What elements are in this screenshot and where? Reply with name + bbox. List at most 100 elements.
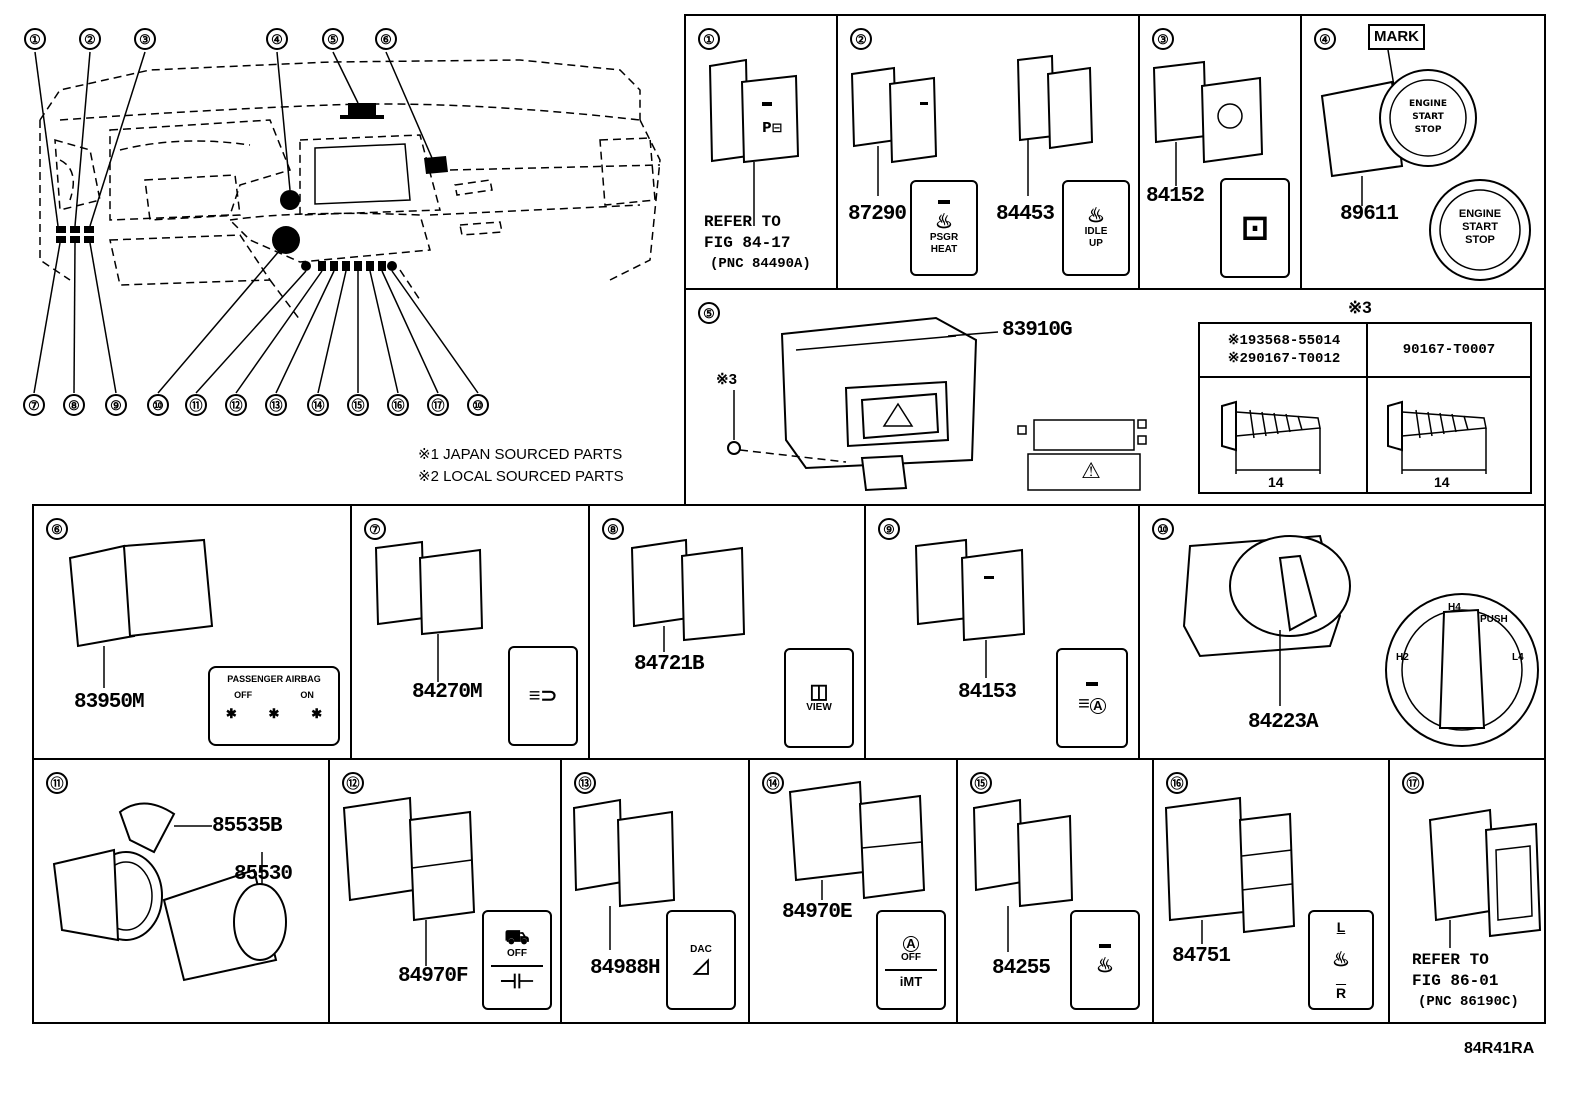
panel-14-callout: ⑭ bbox=[762, 772, 784, 794]
airbag-on-label: ON bbox=[300, 690, 314, 700]
screw-part-93568-55014: ※193568-55014 bbox=[1227, 333, 1341, 349]
overview-callout-8: ⑧ bbox=[63, 394, 85, 416]
screw-part-90167-T0007: 90167-T0007 bbox=[1402, 342, 1496, 358]
screw-table-column-divider bbox=[1366, 324, 1368, 492]
traction-off-label: OFF bbox=[507, 948, 527, 959]
dac-button: DAC ◿ bbox=[666, 910, 736, 1010]
seatbelt-icon: ✱ bbox=[311, 706, 323, 721]
svg-text:STOP: STOP bbox=[1415, 125, 1442, 135]
screw-2-length: 14 bbox=[1434, 474, 1450, 490]
panel-3-switch-drawing bbox=[1152, 60, 1264, 186]
auto-letter-a: A bbox=[903, 936, 919, 952]
panel-2: ② 87290 84453 ♨ PSGR HEAT ♨ IDLE UP bbox=[836, 14, 1140, 290]
panel-4: ④ MARK ENGINE START STOP 89611 ENGINE ST… bbox=[1300, 14, 1546, 290]
camera-view-icon: ◫ bbox=[809, 681, 829, 703]
imt-switch: A OFF iMT bbox=[876, 910, 946, 1010]
panel-16: ⑯ 84751 L ♨ R bbox=[1152, 758, 1390, 1024]
dac-label: DAC bbox=[690, 944, 712, 955]
panel-4-part-89611: 89611 bbox=[1340, 203, 1399, 226]
panel-2-callout: ② bbox=[850, 28, 872, 50]
view-label: VIEW bbox=[806, 702, 832, 713]
panel-11-part-85535B: 85535B bbox=[212, 815, 283, 838]
overview-callout-10: ⑩ bbox=[147, 394, 169, 416]
steering-heater-indicator bbox=[1099, 944, 1111, 948]
panel-15-switch-drawing bbox=[972, 798, 1074, 952]
overview-callout-10b: ⑩ bbox=[467, 394, 489, 416]
stop-label: STOP bbox=[1465, 234, 1495, 246]
seat-heater-icon: ♨ bbox=[935, 211, 953, 233]
psgr-heat-label-2: HEAT bbox=[930, 244, 958, 255]
auto-off-label: OFF bbox=[901, 952, 921, 963]
auto-high-beam-indicator bbox=[1086, 682, 1098, 686]
passenger-airbag-title: PASSENGER AIRBAG bbox=[227, 674, 321, 684]
auto-off-icon: A bbox=[903, 932, 919, 952]
panel-4-callout: ④ bbox=[1314, 28, 1336, 50]
steering-heater-icon: ♨ bbox=[1096, 955, 1114, 977]
panel-13-callout: ⑬ bbox=[574, 772, 596, 794]
panel-1-ref: REFER TO FIG 84-17 (PNC 84490A) bbox=[704, 212, 811, 275]
seatbelt-icon: ✱ bbox=[268, 706, 280, 721]
dial-push-label: PUSH bbox=[1480, 614, 1508, 625]
dial-h2-label: H2 bbox=[1396, 652, 1409, 663]
panel-12-callout: ⑫ bbox=[342, 772, 364, 794]
psgr-heat-label-1: PSGR bbox=[929, 232, 959, 243]
panel-12-switch-drawing bbox=[342, 796, 476, 966]
overview-callout-2: ② bbox=[79, 28, 101, 50]
panel-4-switch-drawing: ENGINE START STOP bbox=[1320, 49, 1531, 281]
dashboard-outline-drawing bbox=[33, 51, 661, 394]
engine-label: ENGINE bbox=[1458, 208, 1502, 220]
panel-8-switch-drawing bbox=[630, 538, 746, 652]
screw-table-col1-header: ※193568-55014 ※290167-T0012 bbox=[1206, 332, 1362, 368]
auto-high-beam-button: ≡A bbox=[1056, 648, 1128, 748]
panel-12-part-84970F: 84970F bbox=[398, 965, 469, 988]
overview-callout-5: ⑤ bbox=[322, 28, 344, 50]
panel-13: ⑬ 84988H DAC ◿ bbox=[560, 758, 750, 1024]
note-local-sourced: ※2 LOCAL SOURCED PARTS bbox=[418, 468, 624, 485]
overview-area: ① ② ③ ④ ⑤ ⑥ ⑦ ⑧ ⑨ ⑩ ⑪ ⑫ ⑬ ⑭ ⑮ ⑯ ⑰ ⑩ ※1 J… bbox=[0, 0, 686, 505]
traction-control-switch: ⛟ OFF ⊣⊢ bbox=[482, 910, 552, 1010]
mark-label: MARK bbox=[1368, 24, 1425, 50]
engine-start-stop-button: ENGINE START STOP bbox=[1440, 208, 1520, 247]
overview-callout-12: ⑫ bbox=[225, 394, 247, 416]
overview-callout-4: ④ bbox=[266, 28, 288, 50]
overview-callout-13: ⑬ bbox=[265, 394, 287, 416]
panel-1-ref-line-1: REFER TO bbox=[704, 213, 781, 231]
screw-part-90167-T0012: ※290167-T0012 bbox=[1227, 351, 1341, 367]
overview-callout-9: ⑨ bbox=[105, 394, 127, 416]
panel-5: ⑤ 83910G ※3 ⚠ ※3 ※193568-55014 ※290167-T… bbox=[684, 288, 1546, 506]
screw-drawings bbox=[1221, 400, 1487, 474]
panel-7: ⑦ 84270M ≡⊃ bbox=[350, 504, 590, 760]
panel-7-callout: ⑦ bbox=[364, 518, 386, 540]
panel-1-ref-line-2: FIG 84-17 bbox=[704, 234, 791, 252]
panel-15-callout: ⑮ bbox=[970, 772, 992, 794]
panel-13-part-84988H: 84988H bbox=[590, 957, 661, 980]
rear-fog-icon: ≡⊃ bbox=[528, 685, 558, 707]
overview-callout-11: ⑪ bbox=[185, 394, 207, 416]
figure-code: 84R41RA bbox=[1464, 1040, 1535, 1057]
panel-6: ⑥ 83950M PASSENGER AIRBAG OFF ON ✱ ✱ ✱ bbox=[32, 504, 352, 760]
panel-16-part-84751: 84751 bbox=[1172, 945, 1231, 968]
panel-9: ⑨ 84153 ≡A bbox=[864, 504, 1140, 760]
overview-callout-7: ⑦ bbox=[23, 394, 45, 416]
diff-lock-icon: ⊣⊢ bbox=[499, 971, 535, 993]
overview-callout-17: ⑰ bbox=[427, 394, 449, 416]
panel-1-switch-drawing: P⊟ bbox=[708, 58, 800, 226]
panel-6-callout: ⑥ bbox=[46, 518, 68, 540]
panel-11-callout: ⑪ bbox=[46, 772, 68, 794]
traction-off-icon: ⛟ bbox=[504, 927, 530, 949]
passenger-airbag-label: PASSENGER AIRBAG OFF ON ✱ ✱ ✱ bbox=[208, 666, 340, 746]
panel-17-ref-line-1: REFER TO bbox=[1412, 951, 1489, 969]
auto-letter-a: A bbox=[1089, 698, 1106, 714]
dial-l4-label: L4 bbox=[1512, 652, 1524, 663]
panel-2-part-84453: 84453 bbox=[996, 203, 1055, 226]
panel-6-airbag-indicator-drawing bbox=[68, 538, 214, 688]
panel-9-switch-drawing bbox=[914, 538, 1026, 678]
headlamp-leveling-icon: ⊡ bbox=[1240, 209, 1270, 247]
panel-11-power-outlet-drawing bbox=[52, 802, 287, 982]
panel-15: ⑮ 84255 ♨ bbox=[956, 758, 1154, 1024]
seatbelt-icon: ✱ bbox=[225, 706, 237, 721]
panel-17-ref-line-2: FIG 86-01 bbox=[1412, 972, 1499, 990]
panel-12: ⑫ 84970F ⛟ OFF ⊣⊢ bbox=[328, 758, 562, 1024]
panel-10: ⑩ 84223A H4 PUSH L4 H2 bbox=[1138, 504, 1546, 760]
panel-9-callout: ⑨ bbox=[878, 518, 900, 540]
